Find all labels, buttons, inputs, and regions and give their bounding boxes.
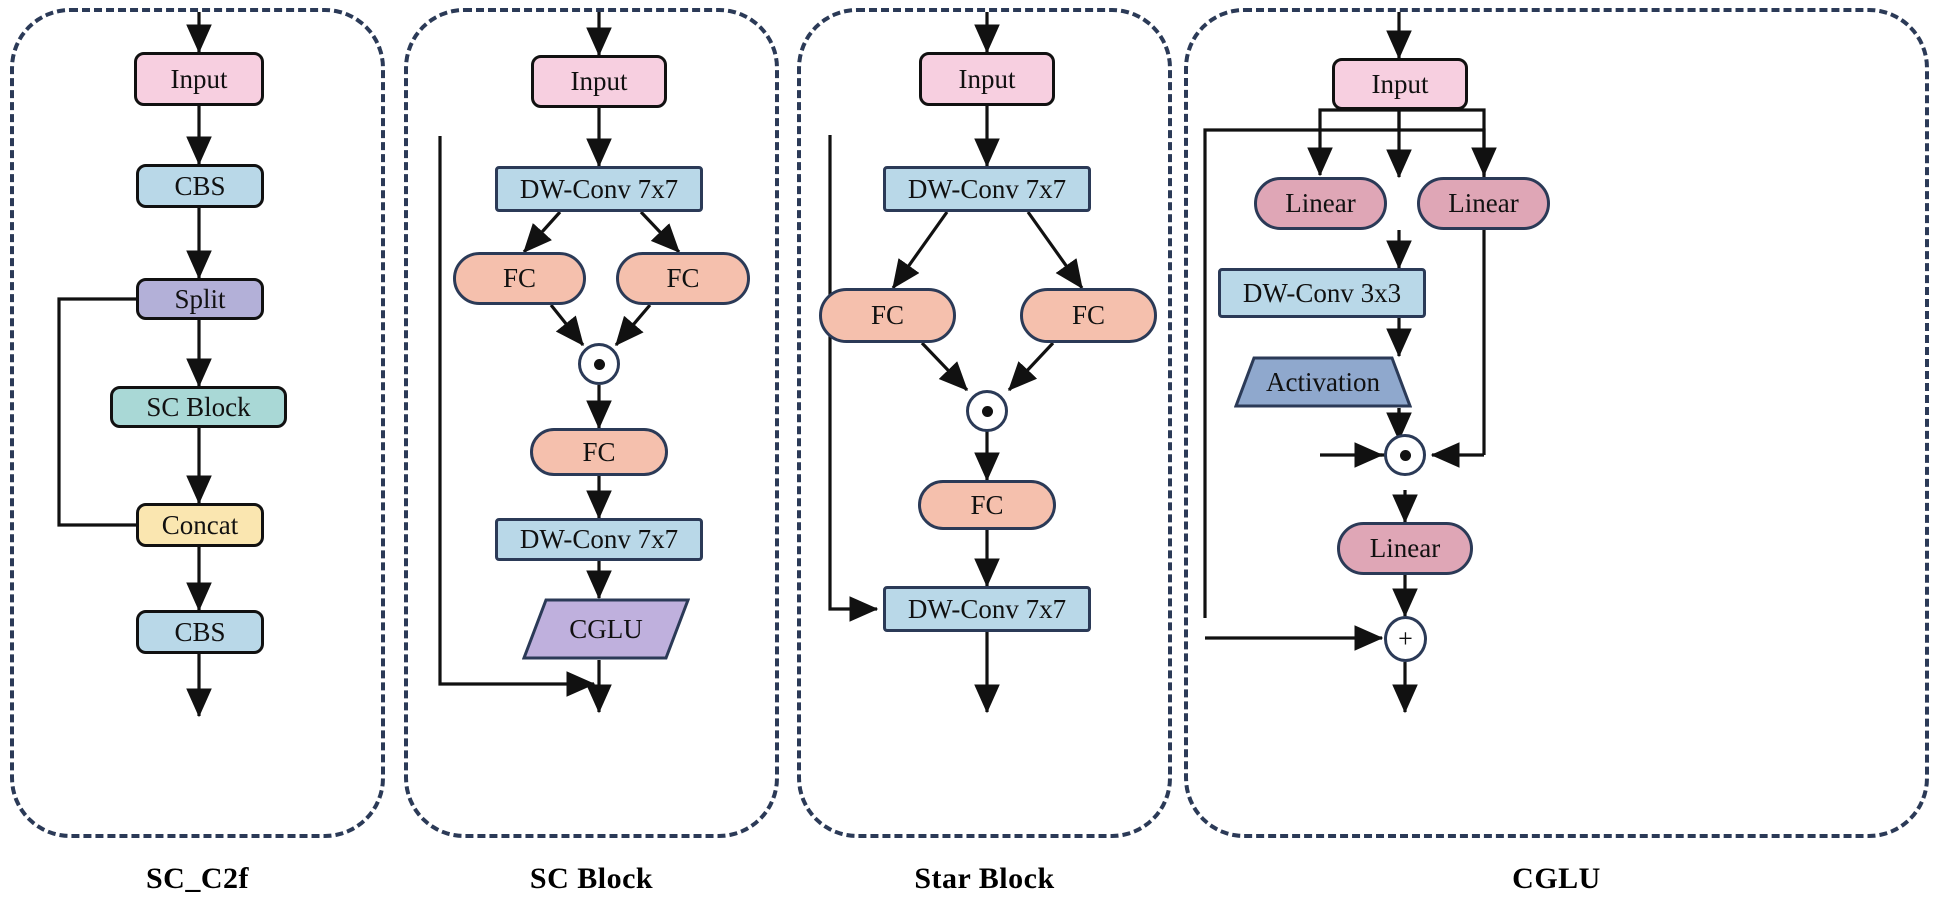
node-label: FC: [582, 436, 616, 467]
node-label: Concat: [161, 509, 239, 540]
node-cglu-add-op[interactable]: +: [1384, 616, 1427, 662]
node-sc-c2f-cbs-2[interactable]: CBS: [136, 610, 264, 654]
node-sc-block-cglu[interactable]: CGLU: [522, 598, 690, 660]
node-label: CBS: [174, 616, 226, 647]
node-label: Linear: [1285, 188, 1356, 218]
node-label: DW-Conv 3x3: [1242, 277, 1402, 308]
node-star-input[interactable]: Input: [919, 52, 1055, 106]
node-cglu-activation[interactable]: Activation: [1234, 356, 1412, 408]
multiply-dot-icon: [1399, 449, 1411, 461]
node-label: Input: [570, 66, 628, 96]
node-sc-c2f-concat[interactable]: Concat: [136, 503, 264, 547]
node-cglu-linear-left[interactable]: Linear: [1254, 177, 1387, 230]
node-sc-block-fc-left[interactable]: FC: [453, 252, 586, 305]
node-label: SC Block: [146, 391, 251, 422]
node-label: Input: [958, 63, 1016, 94]
node-cglu-input[interactable]: Input: [1332, 58, 1468, 110]
node-label: DW-Conv 7x7: [519, 173, 679, 204]
panel-caption-cglu: CGLU: [1512, 862, 1601, 895]
node-sc-c2f-input[interactable]: Input: [134, 52, 264, 106]
node-label: Linear: [1448, 188, 1519, 218]
node-label: FC: [1071, 300, 1106, 330]
node-star-multiply-op[interactable]: [966, 390, 1008, 432]
node-label: DW-Conv 7x7: [519, 524, 679, 554]
panel-sc-block: [404, 8, 779, 838]
parallelogram-shape: [522, 598, 690, 660]
node-label: CBS: [174, 170, 226, 201]
node-sc-block-dwconv-2[interactable]: DW-Conv 7x7: [495, 518, 703, 561]
trapezoid-shape: [1234, 356, 1412, 408]
node-sc-c2f-cbs-1[interactable]: CBS: [136, 164, 264, 208]
node-label: FC: [666, 263, 700, 293]
node-cglu-linear-out[interactable]: Linear: [1337, 522, 1473, 575]
node-sc-block-multiply-op[interactable]: [578, 343, 620, 385]
node-label: Activation: [1266, 366, 1380, 397]
node-label: FC: [870, 300, 905, 330]
node-label: Split: [174, 283, 226, 314]
node-sc-block-fc-merge[interactable]: FC: [530, 428, 668, 476]
node-star-fc-right[interactable]: FC: [1020, 288, 1157, 343]
node-sc-c2f-split[interactable]: Split: [136, 278, 264, 320]
node-label: DW-Conv 7x7: [907, 593, 1067, 624]
panel-caption-star-block: Star Block: [914, 862, 1055, 895]
node-sc-block-fc-right[interactable]: FC: [616, 252, 750, 305]
node-cglu-dwconv[interactable]: DW-Conv 3x3: [1218, 268, 1426, 318]
panel-cglu: [1184, 8, 1929, 838]
plus-icon: +: [1398, 624, 1413, 653]
node-label: FC: [502, 263, 537, 293]
node-label: Linear: [1369, 533, 1441, 563]
node-sc-block-dwconv-1[interactable]: DW-Conv 7x7: [495, 166, 703, 212]
panel-sc-c2f: [10, 8, 385, 838]
node-label: Input: [1371, 68, 1429, 99]
node-star-dwconv-1[interactable]: DW-Conv 7x7: [883, 166, 1091, 212]
node-cglu-linear-right[interactable]: Linear: [1417, 177, 1550, 230]
node-star-dwconv-2[interactable]: DW-Conv 7x7: [883, 586, 1091, 632]
node-star-fc-merge[interactable]: FC: [918, 480, 1056, 530]
node-sc-block-input[interactable]: Input: [531, 55, 667, 108]
panel-caption-sc-block: SC Block: [529, 862, 654, 895]
node-sc-c2f-sc-block[interactable]: SC Block: [110, 386, 287, 428]
node-cglu-multiply-op[interactable]: [1384, 434, 1426, 476]
node-label: CGLU: [569, 613, 643, 644]
multiply-dot-icon: [981, 405, 993, 417]
panel-star-block: [797, 8, 1172, 838]
node-star-fc-left[interactable]: FC: [819, 288, 956, 343]
node-label: DW-Conv 7x7: [907, 173, 1067, 204]
panel-caption-sc-c2f: SC_C2f: [145, 862, 249, 895]
node-label: Input: [170, 63, 228, 94]
multiply-dot-icon: [593, 358, 605, 370]
node-label: FC: [970, 489, 1004, 520]
